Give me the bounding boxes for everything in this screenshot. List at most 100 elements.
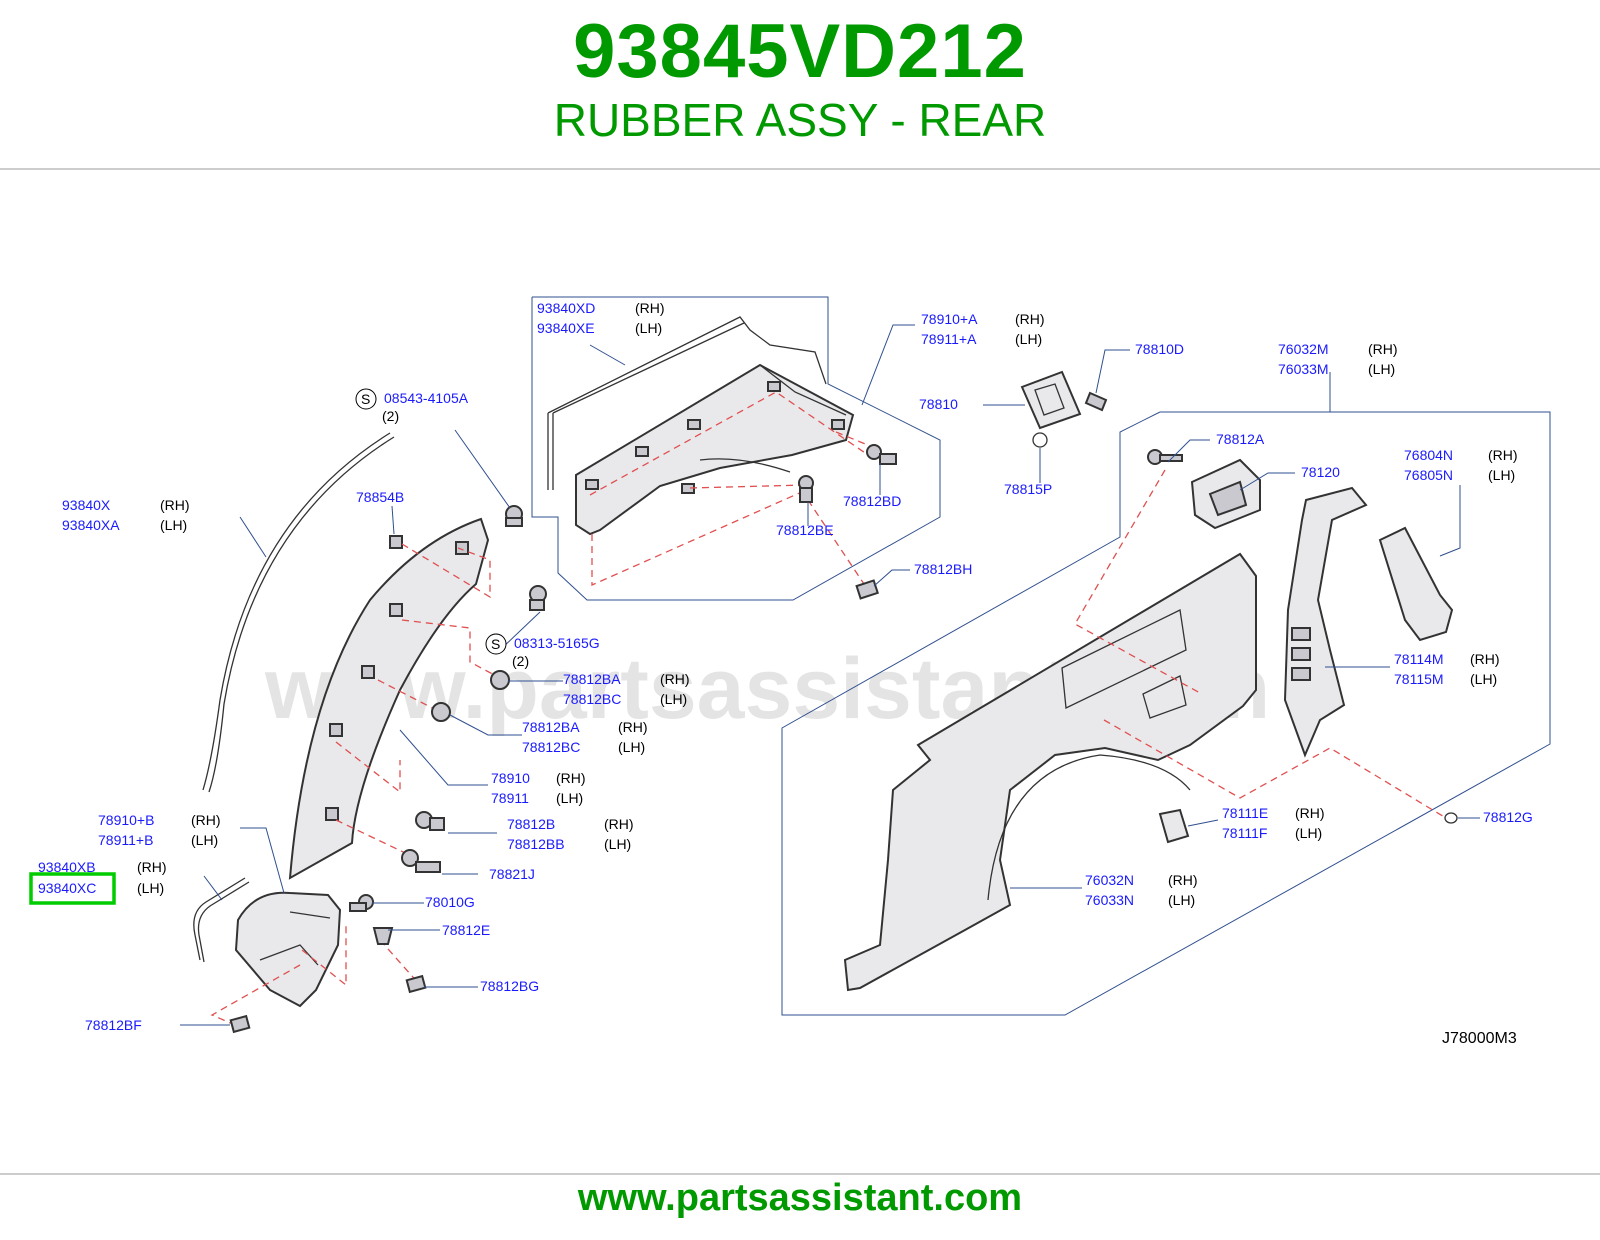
label-78111E-rh: (RH) [1295, 805, 1325, 821]
top-clip-1 [635, 446, 649, 457]
label-78111F[interactable]: 78111F [1222, 825, 1267, 841]
label-76032M[interactable]: 76032M [1278, 341, 1329, 357]
label-78812B[interactable]: 78812B [507, 816, 555, 832]
bolt-78812A-part [1147, 449, 1183, 465]
label-78812BB[interactable]: 78812BB [507, 836, 565, 852]
arch-clip-3 [389, 603, 403, 617]
label-78812BH[interactable]: 78812BH [914, 561, 972, 577]
top-trim-detail [699, 364, 847, 473]
pillar-slot-1 [1291, 627, 1311, 641]
label-78910-rh: (RH) [556, 770, 586, 786]
arch-clip-5 [329, 723, 343, 737]
label-76033N-lh: (LH) [1168, 892, 1195, 908]
s-marker-08313: S [485, 633, 507, 655]
label-93840XB[interactable]: 93840XB [38, 859, 96, 875]
svg-text:S: S [361, 391, 370, 407]
bolt-78010G-part [349, 894, 374, 912]
label-76805N[interactable]: 76805N [1404, 467, 1453, 483]
part-name-subtitle: RUBBER ASSY - REAR [553, 94, 1047, 146]
footer-url[interactable]: www.partsassistant.com [577, 1177, 1023, 1219]
bolt-08543-part [505, 505, 523, 527]
arch-clip-6 [325, 807, 339, 821]
leader-78810D [1095, 349, 1130, 394]
label-78812BD[interactable]: 78812BD [843, 493, 901, 509]
label-78810D[interactable]: 78810D [1135, 341, 1184, 357]
label-78812BA-1-rh: (RH) [660, 671, 690, 687]
label-76032N[interactable]: 76032N [1085, 872, 1134, 888]
leader-78812A [1167, 439, 1210, 463]
label-78910B[interactable]: 78910+B [98, 812, 154, 828]
svg-text:S: S [491, 636, 500, 652]
panel-guide-2 [1103, 719, 1447, 819]
label-78815P[interactable]: 78815P [1004, 481, 1052, 497]
label-78120[interactable]: 78120 [1301, 464, 1340, 480]
leader-78111E [1187, 819, 1219, 827]
label-78812BC-2[interactable]: 78812BC [522, 739, 580, 755]
label-78911B-lh: (LH) [191, 832, 218, 848]
label-76804N[interactable]: 76804N [1404, 447, 1453, 463]
label-78910B-rh: (RH) [191, 812, 221, 828]
pillar-slot-3 [1291, 667, 1311, 681]
label-78910A[interactable]: 78910+A [921, 311, 978, 327]
label-78810[interactable]: 78810 [919, 396, 958, 412]
label-78812BG[interactable]: 78812BG [480, 978, 539, 994]
label-76033M-lh: (LH) [1368, 361, 1395, 377]
panel-window-1 [1061, 609, 1187, 709]
label-78111E[interactable]: 78111E [1222, 805, 1268, 821]
label-78812BC-1[interactable]: 78812BC [563, 691, 621, 707]
top-rubber-strip [547, 316, 827, 490]
label-78812BA-2[interactable]: 78812BA [522, 719, 580, 735]
clip-78812BG-part [405, 974, 427, 994]
label-93840XC[interactable]: 93840XC [38, 880, 96, 896]
arch-guide-1 [401, 543, 491, 599]
leader-08543 [454, 429, 511, 509]
label-78911[interactable]: 78911 [491, 790, 529, 806]
panel-window-2 [1142, 675, 1187, 719]
top-guide-5 [807, 499, 867, 588]
label-78115M[interactable]: 78115M [1394, 671, 1444, 687]
label-93840XA[interactable]: 93840XA [62, 517, 120, 533]
label-76033M[interactable]: 76033M [1278, 361, 1329, 377]
label-93840X[interactable]: 93840X [62, 497, 111, 513]
clip-78821J-part [401, 849, 441, 873]
label-78812G[interactable]: 78812G [1483, 809, 1533, 825]
bracket-78120-part [1190, 458, 1261, 530]
label-78821J[interactable]: 78821J [489, 866, 535, 882]
clip-78812BA-part-2 [431, 702, 451, 722]
label-78010G[interactable]: 78010G [425, 894, 475, 910]
label-78812BA-1[interactable]: 78812BA [563, 671, 621, 687]
label-78910[interactable]: 78910 [491, 770, 530, 786]
label-78812BB-lh: (LH) [604, 836, 631, 852]
clip-78854B-part [389, 535, 403, 549]
label-78812A[interactable]: 78812A [1216, 431, 1265, 447]
label-78111F-lh: (LH) [1295, 825, 1322, 841]
leader-78910B [240, 827, 285, 894]
arch-guide-2 [401, 619, 501, 679]
arch-trim-76804N [1378, 526, 1454, 642]
bolt-78810D-part [1084, 391, 1108, 412]
clip-78812G-part [1444, 812, 1458, 824]
header-divider [0, 168, 1600, 170]
rear-side-panel [843, 552, 1257, 992]
guard-guide-1 [301, 925, 347, 987]
label-93840XE[interactable]: 93840XE [537, 320, 595, 336]
label-78812BA-2-rh: (RH) [618, 719, 648, 735]
label-78114M[interactable]: 78114M [1394, 651, 1444, 667]
label-76033N[interactable]: 76033N [1085, 892, 1134, 908]
label-78812BF[interactable]: 78812BF [85, 1017, 142, 1033]
label-78812BC-1-lh: (LH) [660, 691, 687, 707]
label-93840XD[interactable]: 93840XD [537, 300, 595, 316]
arch-guide-4 [335, 741, 401, 794]
label-78854B[interactable]: 78854B [356, 489, 404, 505]
label-78911A[interactable]: 78911+A [921, 331, 977, 347]
top-clip-3 [585, 479, 599, 490]
label-78812E[interactable]: 78812E [442, 922, 490, 938]
label-08313-5165G[interactable]: 08313-5165G [514, 635, 600, 651]
label-78911B[interactable]: 78911+B [98, 832, 153, 848]
leader-76804N [1439, 485, 1461, 557]
arch-clip-2 [455, 541, 469, 555]
label-08543-4105A[interactable]: 08543-4105A [384, 390, 469, 406]
label-78812BE[interactable]: 78812BE [776, 522, 834, 538]
leader-78812BA-2 [449, 714, 522, 736]
